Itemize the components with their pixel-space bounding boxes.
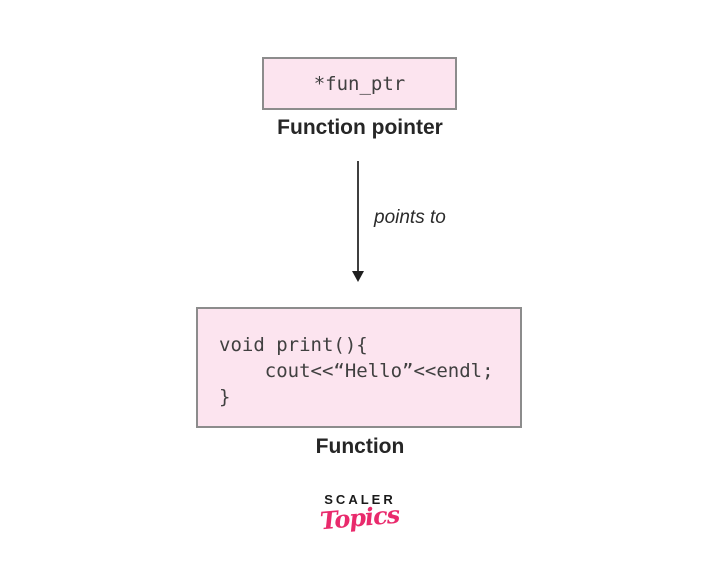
- code-line: void print(){: [219, 334, 368, 356]
- code-line: }: [219, 386, 231, 408]
- down-arrow-line: [357, 161, 359, 272]
- function-pointer-code: *fun_ptr: [313, 72, 406, 95]
- scaler-logo: SCALER Topics: [300, 492, 420, 535]
- function-label: Function: [315, 435, 405, 458]
- scaler-logo-topics: Topics: [319, 499, 401, 536]
- function-pointer-box: *fun_ptr: [262, 57, 457, 110]
- function-box: void print(){ cout<<“Hello”<<endl; }: [196, 307, 522, 428]
- down-arrow-head-icon: [352, 271, 364, 282]
- scaler-logo-brand: SCALER: [324, 492, 396, 507]
- points-to-label: points to: [374, 207, 446, 228]
- code-line: cout<<“Hello”<<endl;: [219, 360, 494, 382]
- function-pointer-label: Function pointer: [277, 116, 443, 139]
